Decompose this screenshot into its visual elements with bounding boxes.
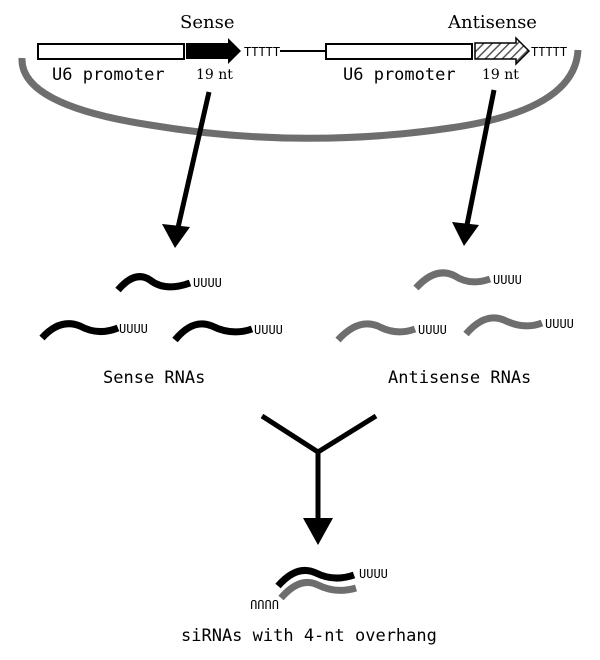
duplex-sense-strand: [275, 566, 356, 589]
duplex-tail-right: UUUU: [359, 567, 388, 581]
antisense-rna-3-tail: UUUU: [545, 317, 574, 331]
transcription-arrow-left: [174, 91, 212, 233]
sense-label: Sense: [180, 12, 234, 33]
transcription-arrow-right: [463, 89, 497, 231]
antisense-rna-1: UUUU: [413, 269, 522, 291]
sense-rna-3: UUUU: [172, 320, 283, 343]
terminator-right: TTTTT: [531, 45, 567, 59]
annealing-branch-right: [316, 413, 378, 455]
terminator-left: TTTTT: [244, 45, 280, 59]
antisense-rnas-label: Antisense RNAs: [388, 368, 531, 388]
antisense-arrow: [474, 36, 531, 66]
transcription-arrowhead-left: [162, 224, 190, 248]
sense-rnas-label: Sense RNAs: [103, 368, 205, 388]
transcription-arrowhead-right: [452, 222, 479, 246]
duplex-tail-left: UUUU: [250, 597, 279, 611]
antisense-rna-2-tail: UUUU: [418, 323, 447, 337]
sense-rna-3-tail: UUUU: [254, 323, 283, 337]
antisense-label: Antisense: [447, 12, 537, 33]
sirnas-caption: siRNAs with 4-nt overhang: [181, 626, 437, 646]
u6-promoter-box-right: [325, 43, 473, 60]
sense-rna-1-tail: UUUU: [193, 276, 222, 290]
u6-promoter-box-left: [37, 43, 185, 60]
annealing-arrowhead: [303, 518, 333, 545]
sirna-duplex: UUUU UUUU: [250, 566, 388, 611]
sense-rna-2: UUUU: [39, 320, 148, 341]
annealing-branch-left: [260, 413, 320, 455]
antisense-rna-2: UUUU: [335, 320, 447, 343]
sense-arrow: [186, 38, 241, 64]
plasmid-ring: [18, 49, 582, 142]
sense-rna-1: UUUU: [115, 273, 222, 293]
u6-promoter-label-left: U6 promoter: [52, 65, 165, 85]
duplex-antisense-strand: [278, 578, 358, 601]
nt-label-right: 19 nt: [482, 67, 519, 83]
antisense-rna-1-tail: UUUU: [493, 273, 522, 287]
antisense-rna-3: UUUU: [463, 314, 574, 337]
nt-label-left: 19 nt: [196, 67, 233, 83]
u6-promoter-label-right: U6 promoter: [343, 65, 456, 85]
sense-rna-2-tail: UUUU: [119, 322, 148, 336]
